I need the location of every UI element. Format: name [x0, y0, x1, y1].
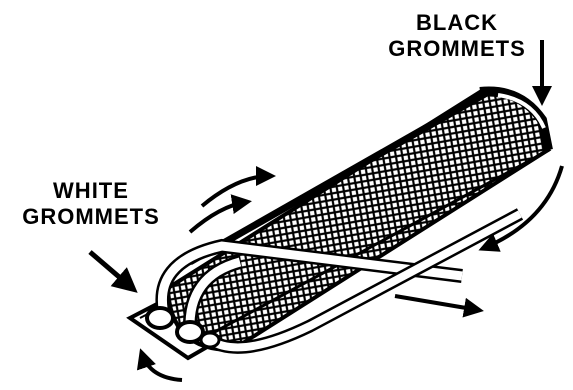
- wrap-direction-arrow: [190, 202, 246, 232]
- black-grommets-label-line1: BLACK: [372, 10, 542, 36]
- white-grommets-label-line1: WHITE: [8, 178, 174, 204]
- wrap-direction-arrow: [202, 176, 270, 206]
- black-grommets-label: BLACK GROMMETS: [372, 10, 542, 62]
- white-grommets-label: WHITE GROMMETS: [8, 178, 174, 230]
- mesh-screen: [168, 90, 548, 350]
- white-grommets-pointer-arrow: [90, 252, 132, 288]
- black-grommets-label-line2: GROMMETS: [372, 36, 542, 62]
- wrap-direction-arrow: [142, 354, 182, 380]
- white-grommets-label-line2: GROMMETS: [8, 204, 174, 230]
- pull-direction-arrow: [395, 296, 478, 310]
